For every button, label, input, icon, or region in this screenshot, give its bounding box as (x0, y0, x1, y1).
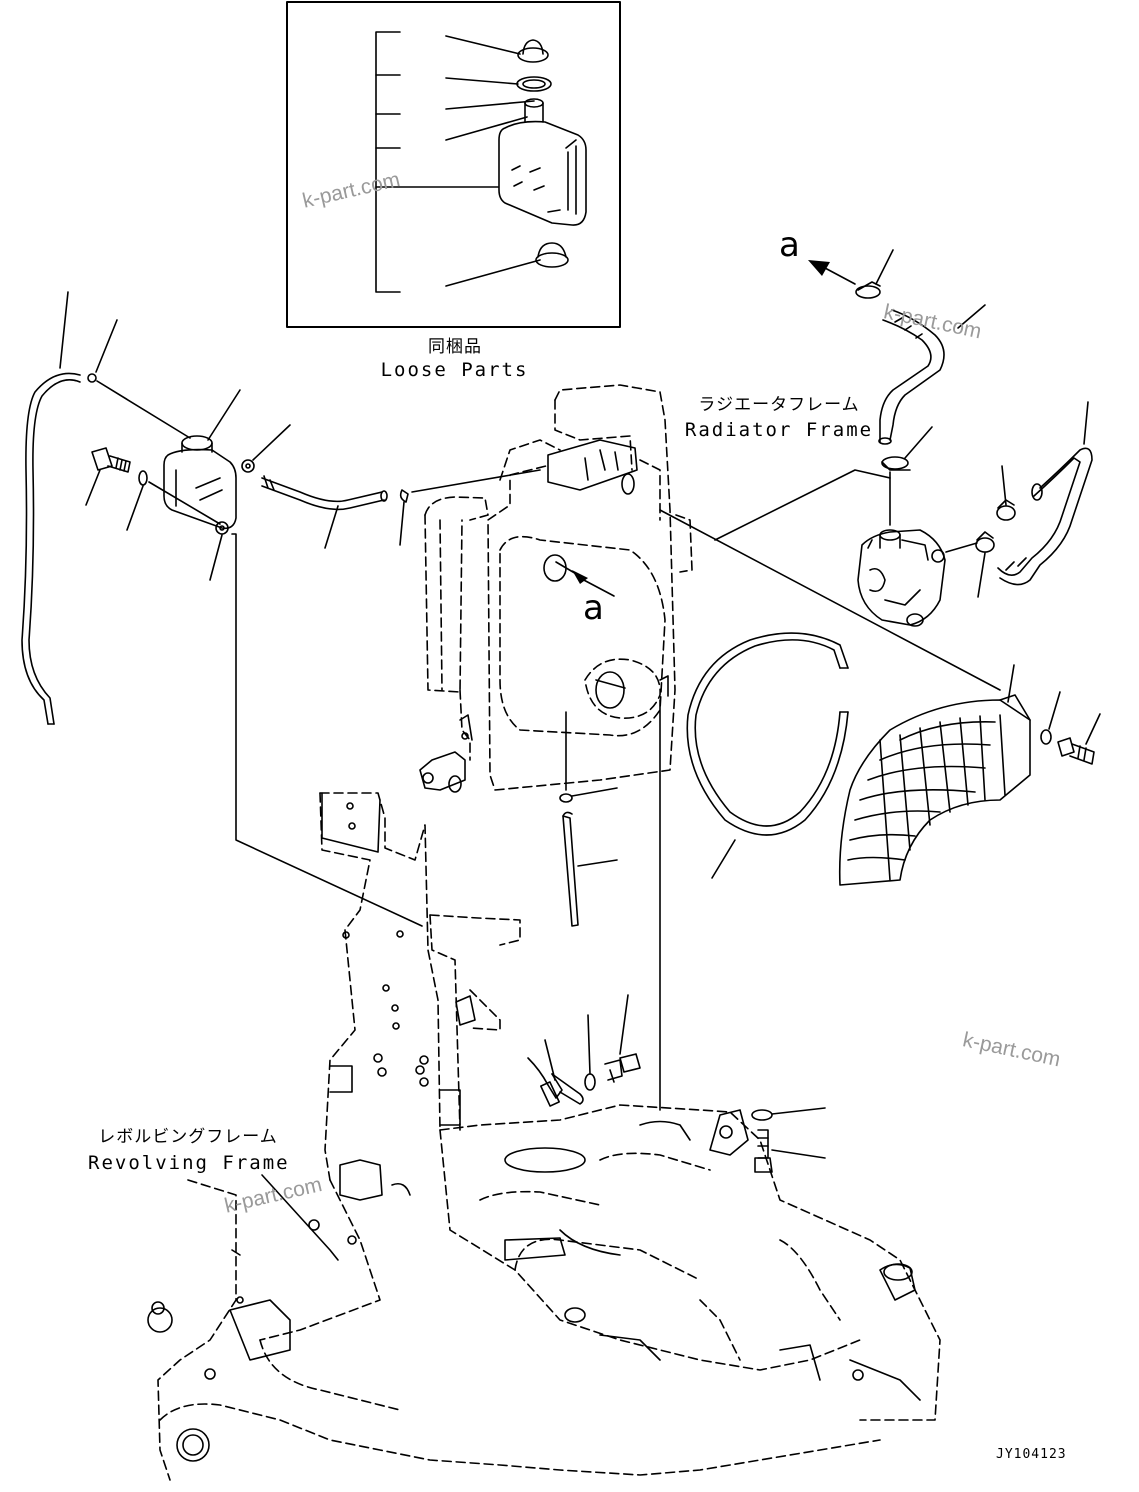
revolving-frame-details (147, 792, 921, 1462)
revolving-frame-label-jp: レボルビングフレーム (98, 1127, 278, 1147)
loose-parts-label-jp: 同梱品 (428, 337, 482, 357)
seal-ring (686, 632, 849, 879)
hose-clip (399, 489, 409, 503)
reservoir-tank (163, 389, 241, 530)
reference-a-upper: a (779, 225, 800, 265)
reservoir-tank-detail (498, 98, 587, 226)
loose-parts-label: Loose Parts (380, 359, 529, 381)
drawing-code: JY104123 (996, 1447, 1067, 1462)
frame-bolt (754, 1129, 826, 1173)
radiator-frame-label: Radiator Frame (684, 419, 874, 441)
harness-clamp (527, 1039, 584, 1107)
drain-hose (559, 787, 618, 927)
hose-clip-nut (87, 373, 97, 383)
clamp-washer (584, 1014, 596, 1091)
frame-washer (751, 1107, 826, 1121)
o-ring (516, 76, 552, 92)
flange-nut (241, 424, 291, 473)
reservoir-cap (517, 39, 549, 63)
hose-clamp-upper (808, 249, 894, 299)
radiator-frame-details (419, 439, 669, 793)
fan-shroud (838, 664, 1031, 886)
lower-nut (209, 521, 423, 927)
shroud-washer (1040, 691, 1061, 745)
mounting-bolt (85, 447, 131, 506)
radiator-frame (424, 384, 693, 791)
shroud-bolt (1057, 713, 1101, 765)
supply-hose (261, 475, 388, 549)
overflow-hose (21, 291, 81, 725)
coolant-hose-upper (878, 304, 986, 445)
grommet (535, 242, 569, 268)
hose-clamp-right (945, 465, 1016, 598)
clamp-bolt (604, 994, 641, 1083)
thermostat-housing (857, 529, 946, 627)
washer (138, 470, 148, 486)
revolving-frame-label: Revolving Frame (88, 1152, 290, 1174)
coolant-hose-lower (997, 401, 1093, 586)
loose-parts-inset (286, 1, 621, 328)
hose-clamp-mid (881, 426, 933, 526)
revolving-frame (157, 792, 941, 1481)
radiator-frame-label-jp: ラジエータフレーム (698, 395, 860, 415)
reference-a-lower: a (583, 588, 604, 628)
